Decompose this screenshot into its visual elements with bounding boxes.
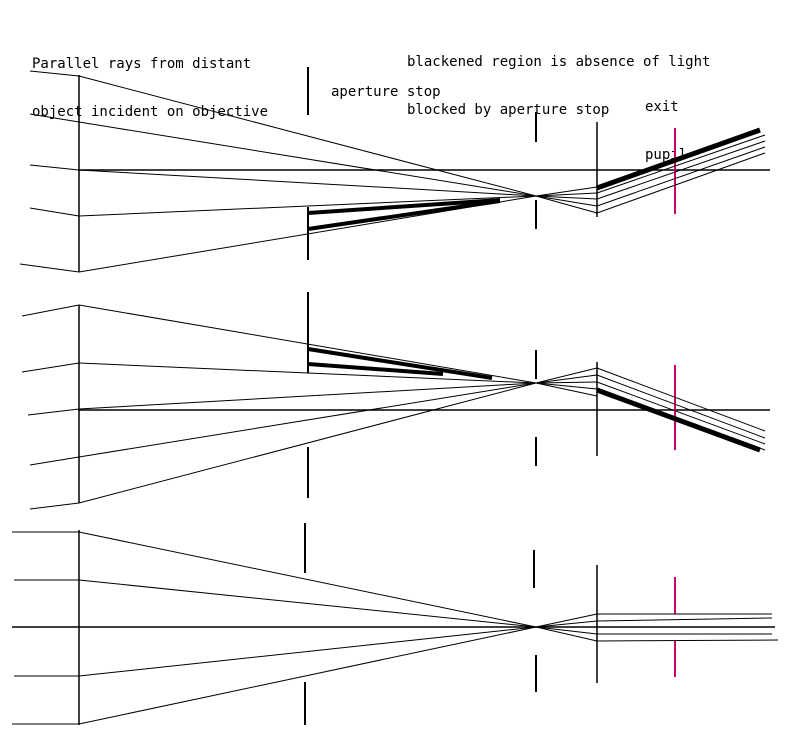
incoming-ray bbox=[29, 113, 80, 123]
emergent-ray bbox=[596, 146, 766, 207]
panel-3 bbox=[12, 523, 779, 725]
incoming-ray bbox=[29, 456, 80, 466]
parallel-rays-line-2: object incident on objective bbox=[32, 104, 269, 120]
refracted-ray bbox=[78, 626, 537, 677]
diverging-ray bbox=[535, 613, 598, 628]
emergent-ray bbox=[596, 374, 766, 439]
emergent-ray bbox=[596, 134, 766, 194]
emergent-ray bbox=[596, 367, 766, 432]
blocked-ray bbox=[307, 198, 501, 215]
refracted-ray bbox=[78, 382, 537, 504]
blocked-ray bbox=[307, 362, 444, 376]
refracted-ray bbox=[78, 382, 537, 410]
blocked-ray bbox=[307, 199, 501, 231]
aperture-stop-label: aperture stop bbox=[331, 84, 441, 100]
incoming-ray bbox=[19, 263, 80, 273]
blocked-ray bbox=[307, 347, 493, 380]
incoming-ray bbox=[21, 304, 80, 317]
diverging-ray bbox=[535, 192, 598, 197]
diverging-ray bbox=[535, 381, 598, 384]
refracted-ray bbox=[78, 304, 537, 384]
emergent-ray bbox=[596, 381, 766, 445]
incoming-ray bbox=[27, 408, 80, 416]
diverging-ray bbox=[535, 195, 598, 207]
incoming-ray bbox=[29, 70, 80, 77]
blackened-region-line-1: blackened region is absence of light bbox=[407, 54, 711, 70]
blocked-ray bbox=[596, 127, 761, 191]
blackened-region-line-2: blocked by aperture stop bbox=[407, 102, 610, 118]
diverging-ray bbox=[535, 367, 598, 384]
refracted-ray bbox=[78, 169, 537, 197]
diverging-ray bbox=[535, 195, 598, 200]
refracted-ray bbox=[78, 121, 537, 197]
diverging-ray bbox=[535, 382, 598, 397]
diverging-ray bbox=[535, 626, 598, 642]
refracted-ray bbox=[78, 195, 537, 217]
parallel-rays-label: Parallel rays from distant object incide… bbox=[32, 24, 268, 136]
refracted-ray bbox=[78, 579, 537, 628]
diverging-ray bbox=[535, 374, 598, 384]
diverging-ray bbox=[535, 186, 598, 197]
refracted-ray bbox=[78, 626, 537, 725]
panel-1 bbox=[19, 67, 770, 273]
emergent-ray bbox=[596, 152, 766, 214]
refracted-ray bbox=[78, 531, 537, 628]
exit-pupil-line-1: exit bbox=[645, 99, 679, 115]
emergent-ray bbox=[596, 617, 773, 622]
emergent-ray bbox=[596, 140, 766, 200]
panel-2 bbox=[21, 292, 770, 510]
incoming-ray bbox=[29, 207, 80, 217]
blackened-region-label: blackened region is absence of light blo… bbox=[407, 22, 710, 134]
diverging-ray bbox=[535, 195, 598, 214]
diverging-ray bbox=[535, 626, 598, 635]
diverging-ray bbox=[535, 620, 598, 628]
emergent-ray bbox=[596, 639, 779, 642]
refracted-ray bbox=[78, 75, 537, 197]
parallel-rays-line-1: Parallel rays from distant bbox=[32, 56, 252, 72]
incoming-ray bbox=[29, 164, 80, 171]
incoming-ray bbox=[29, 502, 80, 510]
blocked-ray bbox=[596, 387, 761, 453]
refracted-ray bbox=[78, 362, 537, 384]
diverging-ray bbox=[535, 382, 598, 390]
refracted-ray bbox=[78, 382, 537, 458]
incoming-ray bbox=[21, 362, 80, 373]
